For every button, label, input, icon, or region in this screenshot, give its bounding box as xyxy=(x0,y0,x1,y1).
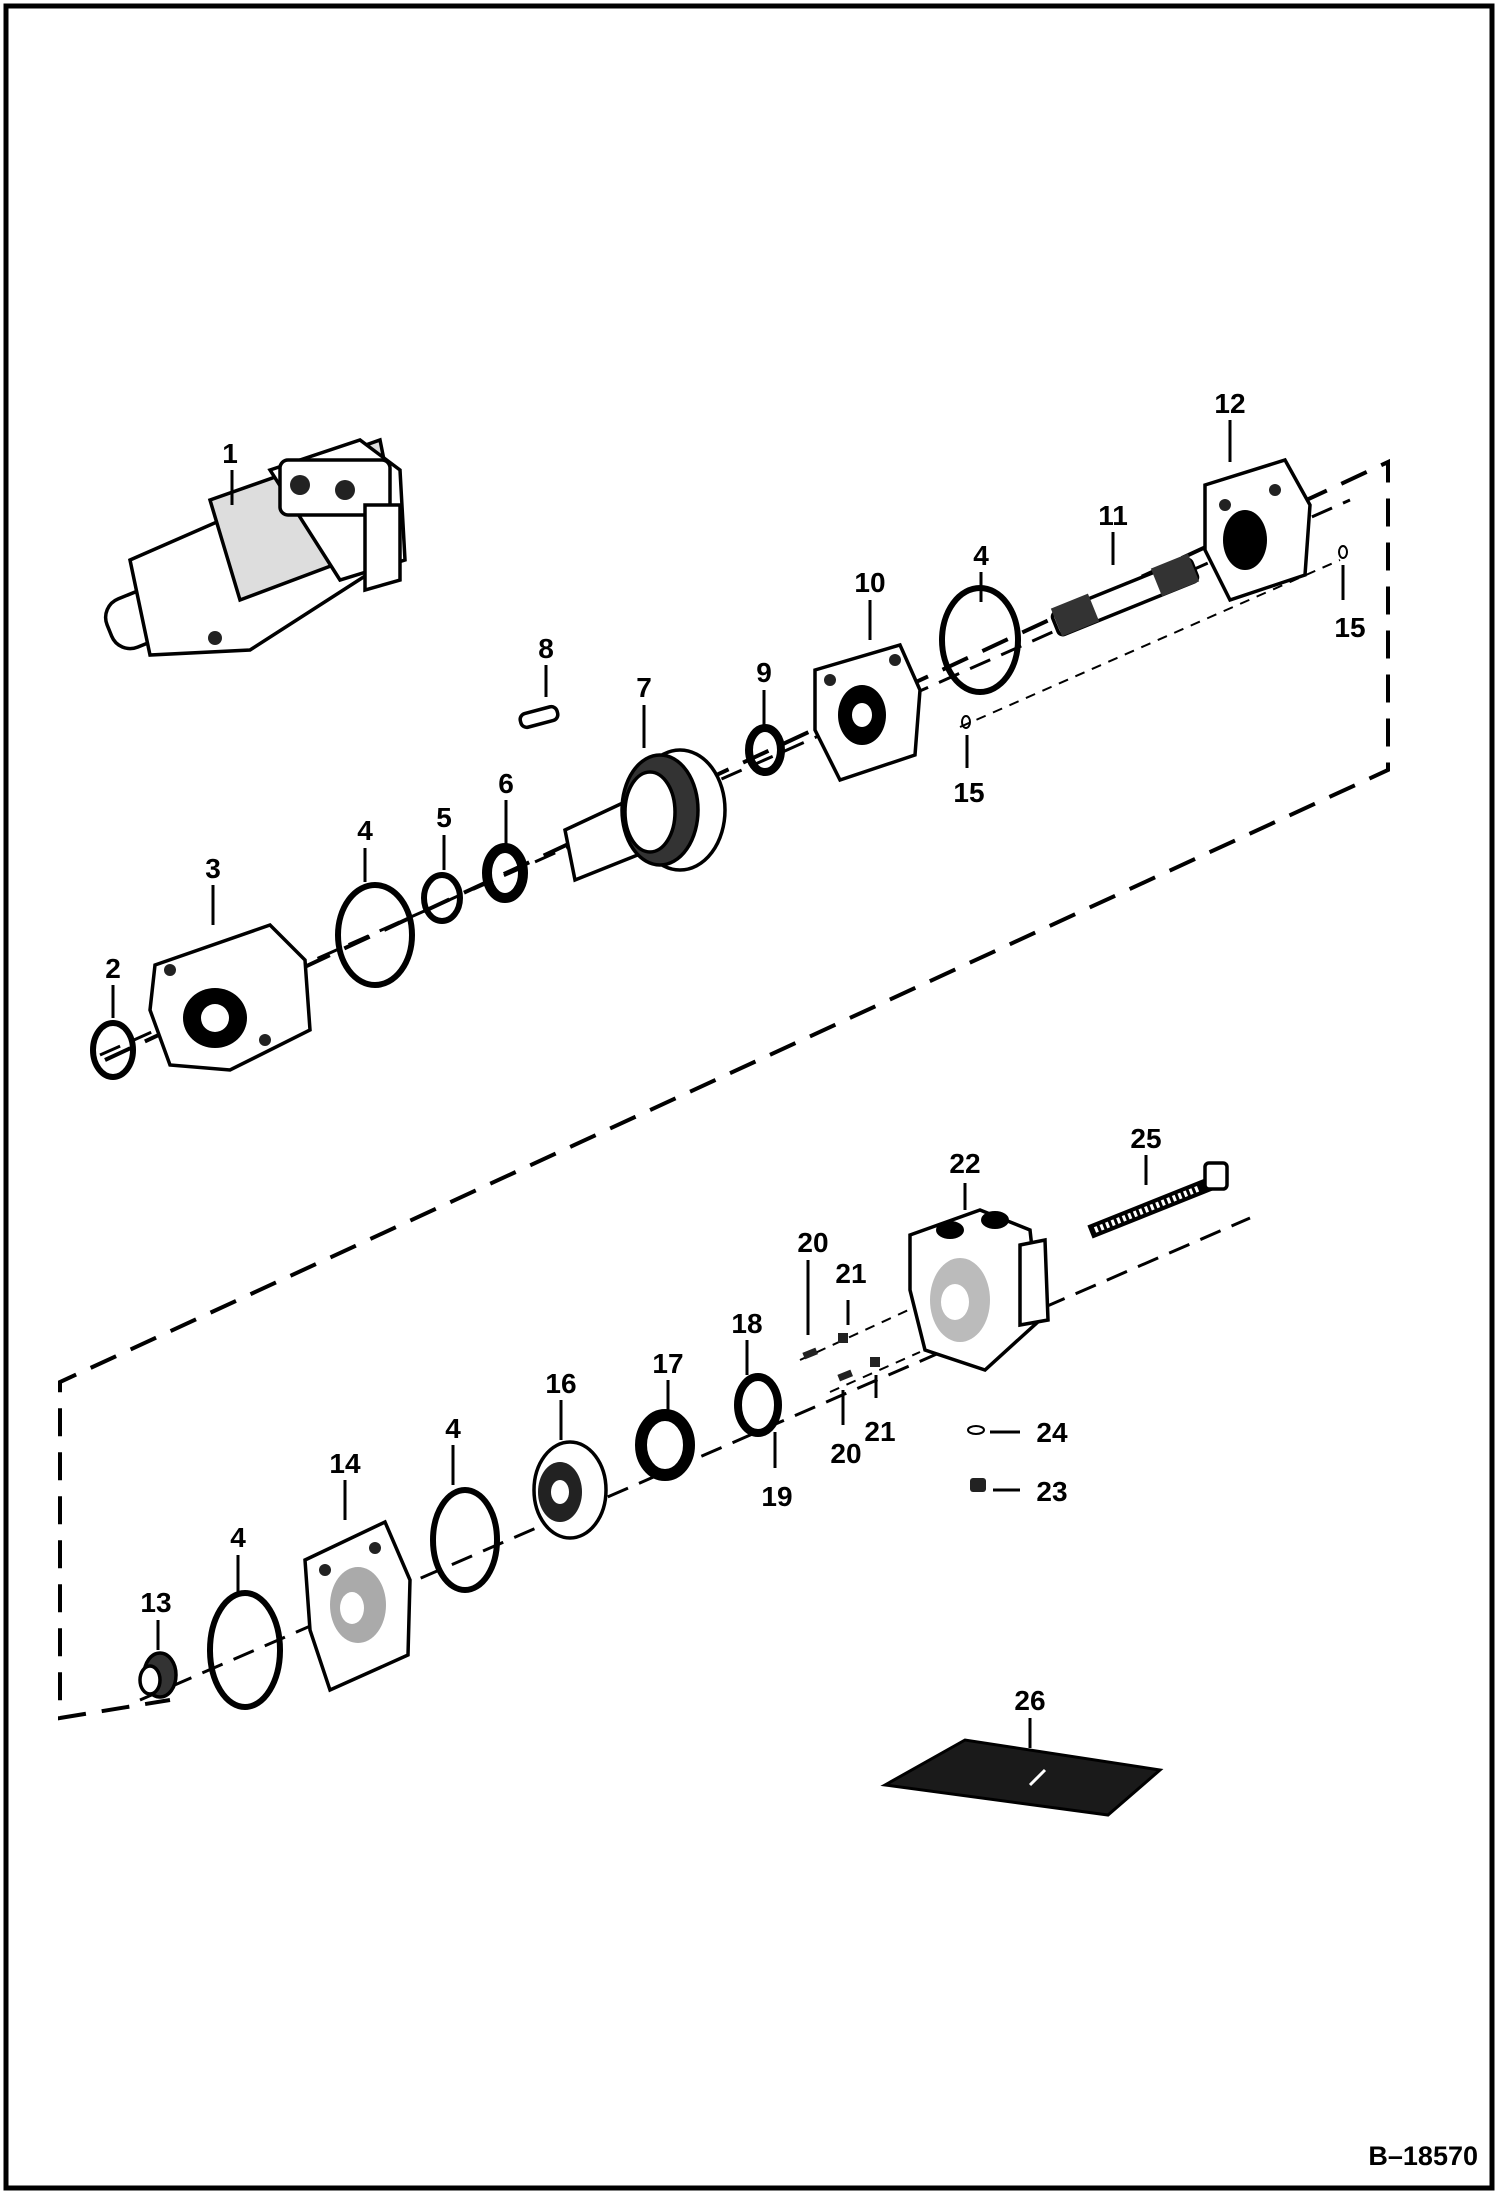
callout-21a: 21 xyxy=(835,1258,866,1289)
callout-4c: 4 xyxy=(445,1413,461,1444)
dowel-pin-lower xyxy=(961,715,971,729)
callout-22: 22 xyxy=(949,1148,980,1179)
callout-13: 13 xyxy=(140,1587,171,1618)
callout-16: 16 xyxy=(545,1368,576,1399)
callout-25: 25 xyxy=(1130,1123,1161,1154)
callout-7: 7 xyxy=(636,672,652,703)
callout-12: 12 xyxy=(1214,388,1245,419)
callout-9: 9 xyxy=(756,657,772,688)
pin-upper xyxy=(802,1347,818,1360)
callout-11: 11 xyxy=(1098,500,1128,531)
callout-21b: 21 xyxy=(864,1416,895,1447)
callout-1: 1 xyxy=(222,438,238,469)
callout-4d: 4 xyxy=(230,1522,246,1553)
valve-ring xyxy=(734,1373,782,1437)
thrust-washer xyxy=(421,872,463,924)
callout-10: 10 xyxy=(854,567,885,598)
seal-kit-bag xyxy=(880,1738,1164,1817)
dowel-pin-upper xyxy=(1338,545,1348,559)
shaft-seal xyxy=(482,843,528,903)
lower-pin-axis xyxy=(799,1299,931,1361)
motor-housing xyxy=(148,922,312,1072)
valve-housing xyxy=(908,1208,1050,1372)
pin-lower xyxy=(837,1369,853,1382)
o-ring-upper-left xyxy=(335,882,415,988)
callout-15b: 15 xyxy=(953,777,984,808)
plug xyxy=(970,1478,986,1492)
ball-upper xyxy=(838,1333,848,1343)
callout-23: 23 xyxy=(1036,1476,1067,1507)
drawing-id: B–18570 xyxy=(1368,2141,1478,2171)
callout-24: 24 xyxy=(1036,1417,1068,1448)
callout-2: 2 xyxy=(105,953,121,984)
drive-shaft xyxy=(1050,553,1200,637)
drawing-border xyxy=(3,3,1495,2191)
output-shaft-bearing xyxy=(563,748,727,883)
ball-lower xyxy=(870,1357,880,1367)
callout-15a: 15 xyxy=(1334,612,1365,643)
callout-19: 19 xyxy=(761,1481,792,1512)
callout-6: 6 xyxy=(498,768,514,799)
callout-18: 18 xyxy=(731,1308,762,1339)
callout-4b: 4 xyxy=(973,540,989,571)
hydraulic-motor-assembly xyxy=(103,437,407,657)
shaft-key xyxy=(518,704,560,730)
callout-17: 17 xyxy=(652,1348,683,1379)
gerotor-set xyxy=(532,1440,608,1540)
plug-o-ring xyxy=(967,1425,985,1435)
callout-5: 5 xyxy=(436,802,452,833)
seal-kit-bag-fold xyxy=(1028,1768,1047,1787)
callout-20b: 20 xyxy=(830,1438,861,1469)
callout-20a: 20 xyxy=(797,1227,828,1258)
callout-26: 26 xyxy=(1014,1685,1045,1716)
callout-4a: 4 xyxy=(357,815,373,846)
callout-14: 14 xyxy=(329,1448,361,1479)
manifold-plate xyxy=(1203,457,1312,603)
callout-3: 3 xyxy=(205,853,221,884)
check-valve-seat xyxy=(138,1651,178,1699)
retaining-ring xyxy=(90,1020,136,1080)
wear-plate xyxy=(303,1519,412,1693)
bearing-plate xyxy=(813,642,922,783)
valve-seal xyxy=(635,1409,695,1481)
cap-screw xyxy=(1087,1161,1229,1239)
assembly-path-line xyxy=(58,458,1390,1721)
callout-8: 8 xyxy=(538,633,554,664)
lower-axis-line xyxy=(139,1216,1251,1702)
upper-dowel-axis xyxy=(959,559,1341,728)
backup-ring xyxy=(745,724,785,776)
o-ring-lower-mid xyxy=(430,1487,500,1593)
o-ring-lower-left xyxy=(207,1590,283,1710)
